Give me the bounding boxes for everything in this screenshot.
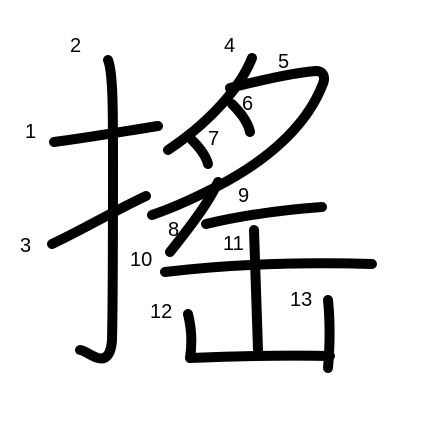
stroke-number-1: 1 [25,121,36,143]
stroke-number-8: 8 [168,219,179,241]
stroke-1 [49,121,163,147]
stroke-13 [323,295,335,373]
stroke-2 [75,55,118,364]
stroke-number-5: 5 [278,51,289,73]
character-strokes [47,53,377,373]
stroke-number-6: 6 [242,93,253,115]
stroke-number-12: 12 [150,301,172,323]
stroke-number-2: 2 [70,35,81,57]
stroke-number-13: 13 [290,289,312,311]
stroke-11 [249,225,263,355]
stroke-5 [147,66,329,220]
stroke-number-11: 11 [223,233,244,255]
stroke-7 [187,135,213,169]
stroke-number-3: 3 [20,235,31,257]
stroke-12 [183,309,335,363]
stroke-4 [163,53,257,155]
stroke-number-7: 7 [208,128,219,150]
stroke-3 [47,191,151,249]
stroke-numbers: 1 2 3 4 5 6 7 8 9 10 11 12 13 [20,35,312,323]
stroke-number-10: 10 [130,249,152,271]
stroke-number-9: 9 [238,185,249,207]
stroke-9 [201,202,327,229]
stroke-10 [160,258,377,277]
stroke-number-4: 4 [224,35,235,57]
stroke-6 [227,99,255,137]
stroke-8 [165,177,223,257]
